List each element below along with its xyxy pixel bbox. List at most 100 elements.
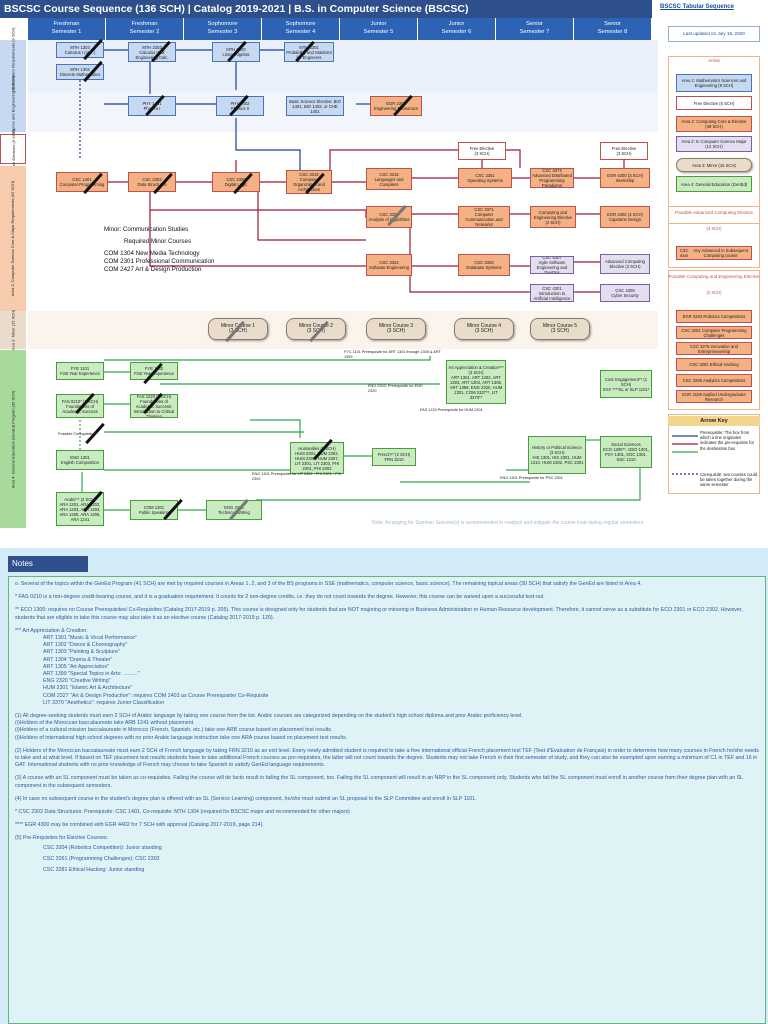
course-box-arabic[interactable]: Arabic** (2 SCH) ARA 1201, ARA 1202, ARA… <box>56 492 104 526</box>
tabular-sequence-link[interactable]: BSCSC Tabular Sequence <box>660 4 734 10</box>
minor-course: COM 1304 New Media Technology <box>104 250 200 257</box>
course-box-csc3374[interactable]: CSC 3374 Advanced Distributed Programmin… <box>530 168 574 188</box>
art-course-list: ART 1301 "Music & Vocal Performance" ART … <box>15 635 759 707</box>
area4-label: Area 4: General Education (GenEd) Progra… <box>0 350 26 528</box>
course-box-free1[interactable]: Free Elective (3 SCH) <box>458 142 506 160</box>
course-box-csc3351[interactable]: CSC 3351 Operating Systems <box>458 168 512 188</box>
course-box-csc4301[interactable]: CSC 4301 Introduction to Artificial Inte… <box>530 284 574 302</box>
note: (i)Holders of the Moroccan baccalaureate… <box>15 720 195 727</box>
semester-header: Freshman Semester 1 <box>28 18 106 40</box>
area2-label: Area 2: Science and Engineering (9 SCH) <box>0 75 26 149</box>
art-course-item: LIT 3370 "Aesthetics": requires Junior C… <box>43 699 165 706</box>
semester-header: Freshman Semester 2 <box>106 18 184 40</box>
course-box-french[interactable]: French** (2 SCH) FRN 3210 <box>372 448 416 466</box>
summer-note: Note: Arranging for Summer Session(s) is… <box>372 520 644 526</box>
semester-header: Senior Semester 7 <box>496 18 574 40</box>
comp-eng-elective-legend <box>668 270 760 410</box>
course-box-history[interactable]: History or Political Science (3 SCH) HIS… <box>528 436 586 474</box>
comp-eng-elective-title: Possible Computing and Engineering Elect… <box>668 274 760 279</box>
course-box-basic_sci[interactable]: Basic Science Elective: BIO 1401, BIO 14… <box>286 96 344 116</box>
elective-prereq-item: CSC 3261 (Programming Challenges): CSC 2… <box>43 855 160 862</box>
course-box-fas1220[interactable]: FAS 1220 (2 SCH) Foundations of Academic… <box>130 394 178 418</box>
adv-elective-item: CSC 4xxx Any Advanced in Subsequent Comp… <box>676 246 752 260</box>
course-box-civic[interactable]: Civic Engagement** (1 SCH) XXX ****SL or… <box>600 370 652 398</box>
note: (2) Holders of the Moroccan baccalaureat… <box>15 747 759 769</box>
minor-title: Minor: Communication Studies <box>104 226 189 233</box>
possible-coreq-label: Possible Corequisite <box>58 432 93 436</box>
art-course-item: ART 1399 "Special Topics in Arts: ......… <box>43 671 140 678</box>
course-box-minor4[interactable]: Minor Course 4 (3 SCH) <box>454 318 514 340</box>
adv-elective-title: Possible Advanced Computing Elective <box>674 210 754 215</box>
area3-label: Area 3: Computer Science Core & Major Re… <box>0 166 26 311</box>
course-box-egr4300[interactable]: EGR 4300 (3 SCH) Internship <box>600 168 650 188</box>
coreq-key: Corequisite: two courses could be taken … <box>700 472 758 488</box>
notes-body: o. Several of the topics within the GenE… <box>8 576 766 1024</box>
note: (3) A course with an SL component must b… <box>15 775 743 789</box>
course-box-egr4402[interactable]: EGR 4402 (4 SCH) Capstone Design <box>600 206 650 228</box>
course-box-comp_eng[interactable]: Computing and Engineering Elective (2 SC… <box>530 206 576 228</box>
prereq-key: Prerequisite: The box from which a line … <box>700 430 754 451</box>
art-course-item: ENG 2320 "Creative Writing" <box>43 678 111 685</box>
minor-info: Minor: Communication Studies Required Mi… <box>104 226 214 274</box>
semester-header: Sophomore Semester 3 <box>184 18 262 40</box>
elective-prereq-item: CSC 3204 (Robotics Competition): Junior … <box>43 844 162 851</box>
minor-course: COM 2427 Art & Design Production <box>104 266 202 273</box>
note: o. Several of the topics within the GenE… <box>15 581 642 587</box>
areas-legend <box>668 56 760 224</box>
art-course-item: HUM 2301 "Islamic Art & Architecture" <box>43 685 133 692</box>
area-minor-label: Area 3: Minor (15 SCH) <box>0 309 26 351</box>
arrow-key-samples <box>672 435 698 475</box>
course-box-csc3326[interactable]: CSC 3326 Database Systems <box>458 254 510 276</box>
note: (1) All degree-seeking students must ear… <box>15 713 523 720</box>
elective-item: CSC 3285 Analytics Competitions <box>676 374 752 387</box>
annotation-fas1220: FAS 1220 Prerequisite for HUM 2301 <box>420 408 483 412</box>
area1-label: Area 1: Mathematics Requirements (9 SCH) <box>0 27 26 105</box>
course-box-eng1301[interactable]: ENG 1301 English Composition <box>56 450 104 470</box>
course-box-csc3315b[interactable]: CSC 3315 Languages and Compilers <box>366 168 412 190</box>
course-box-fye1101[interactable]: FYE 1101 First Year Experience <box>56 362 104 380</box>
last-updated-label: Last updated on July 16, 2020 <box>668 26 760 42</box>
course-box-eng2303[interactable]: ENG 2303 Technical Writing <box>206 500 262 520</box>
legend-area1: Area 1: Mathematics Sciences and Enginee… <box>676 74 752 92</box>
legend-gened: Area 4: General Education (GenEd) <box>676 176 752 192</box>
comp-eng-elective-sch: (2 SCH) <box>706 290 722 295</box>
minor-course: COM 2301 Professional Communication <box>104 258 215 265</box>
areas-legend-title: Areas <box>708 58 720 63</box>
arrow-key-title: Arrow Key <box>668 416 760 426</box>
semester-header: Junior Semester 5 <box>340 18 418 40</box>
elective-item: CSC 3281 Ethical Hacking <box>676 358 752 371</box>
course-box-social[interactable]: Social Sciences ECO 1300**, GEO 1301, PS… <box>600 436 652 468</box>
course-box-csc3371[interactable]: CSC 3371 Computer Communication and Netw… <box>458 206 510 228</box>
note: **** EGR 4300 may be combined with EGR 4… <box>15 822 264 829</box>
note: (5) Pre-Requisites for Elective Courses: <box>15 835 109 842</box>
course-box-minor3[interactable]: Minor Course 3 (3 SCH) <box>366 318 426 340</box>
course-box-csc3324[interactable]: CSC 3324 Software Engineering <box>366 254 412 276</box>
course-box-minor5[interactable]: Minor Course 5 (3 SCH) <box>530 318 590 340</box>
minor-subtitle: Required Minor Courses <box>124 238 192 245</box>
elective-item: CSC 3275 Innovation and Entrepreneurship <box>676 342 752 355</box>
elective-item: EGR 3204 Robotics Competitions <box>676 310 752 323</box>
course-box-free2[interactable]: Free Elective (3 SCH) <box>600 142 648 160</box>
course-box-adv_comp[interactable]: Advanced Computing Elective (3 SCH) <box>600 254 650 274</box>
page-title: BSCSC Course Sequence (136 SCH) | Catalo… <box>0 0 652 18</box>
annotation-eng1301-psc: ENG 1301 Prerequisite for PSC 2301 <box>500 476 563 480</box>
course-box-humanities[interactable]: Humanities (3 SCH) HUM 2301, HUM 2302, H… <box>290 442 344 474</box>
course-box-csc4308[interactable]: CSC 4308 Cyber Security <box>600 284 650 302</box>
course-box-csc4307[interactable]: CSC 4307 Agile Software Engineering and … <box>530 256 574 274</box>
note: (i)Holders of a cultural mission baccala… <box>15 727 333 734</box>
legend-minor: Area 3: Minor (15 SCH) <box>676 158 752 172</box>
elective-item: EGR 3109 Applied Undergraduate Research <box>676 390 752 403</box>
note: *** Art Appreciation & Creation: <box>15 627 88 634</box>
legend-area2-major: Area 2: In Computer Science Major (12 SC… <box>676 136 752 152</box>
prerequisite-arrows <box>79 49 641 511</box>
note: ** ECO 1300: requires no Course Prerequi… <box>15 607 743 621</box>
art-course-item: ART 1301 "Music & Vocal Performance" <box>43 635 137 642</box>
art-course-item: ART 1305 "Art Appreciation" <box>43 663 110 670</box>
note: * FAS 0210 is a non-degree credit-bearin… <box>15 594 545 601</box>
course-box-art[interactable]: Art Appreciation & Creation*** (3 SCH) A… <box>446 360 506 404</box>
semester-header: Sophomore Semester 4 <box>262 18 340 40</box>
semester-header: Junior Semester 6 <box>418 18 496 40</box>
course-box-fas0210[interactable]: FAS 0210* (1 SCH) Foundations of Academi… <box>56 394 104 418</box>
art-course-item: ART 1303 "Painting & Sculpture" <box>43 649 120 656</box>
course-box-csc2302[interactable]: CSC 2302 Data Structures <box>128 172 176 192</box>
